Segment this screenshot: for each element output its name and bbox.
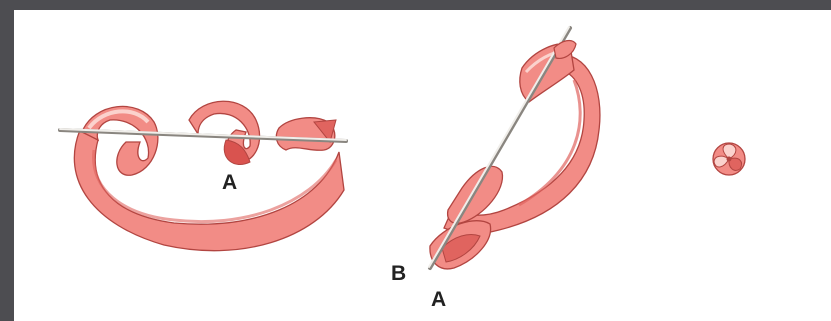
rosette-center — [727, 157, 732, 162]
ribbon-diagram — [14, 10, 831, 321]
diagonal-pin-highlight — [429, 27, 569, 267]
figure-panel: A B A — [14, 10, 831, 321]
label-a-first: A — [222, 172, 237, 193]
label-b: B — [391, 263, 406, 284]
ribbon-loop-illustration — [60, 101, 346, 250]
label-a-second: A — [431, 289, 446, 310]
diagonal-pin-shaft — [430, 28, 570, 268]
pin-head-cover — [554, 41, 576, 59]
second-coil-dark — [224, 140, 250, 165]
ribbon-rosette-illustration — [713, 143, 745, 175]
ribbon-pinned-illustration — [429, 27, 600, 269]
